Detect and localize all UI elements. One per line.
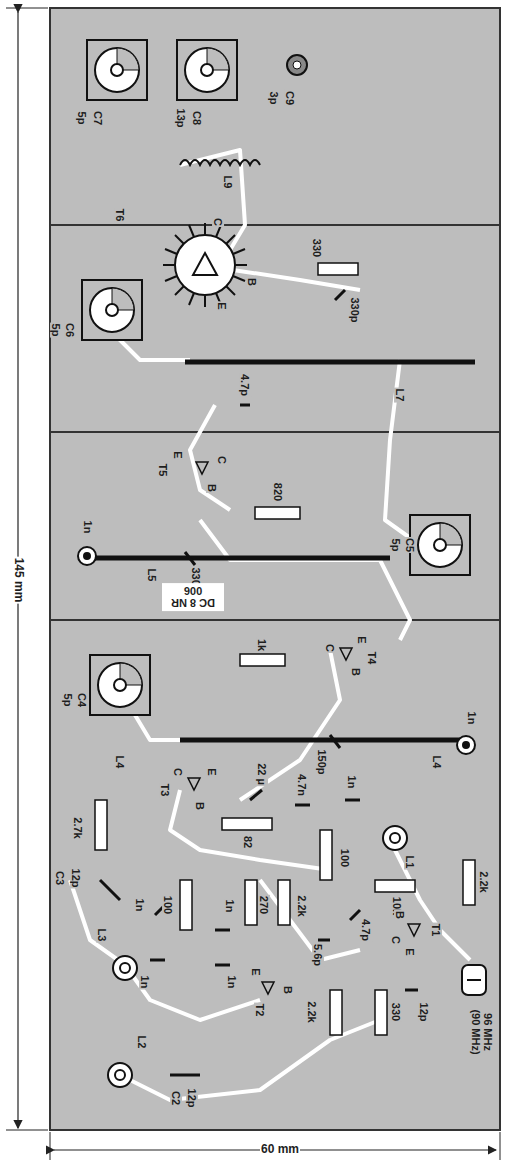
part-label: 1n xyxy=(226,975,238,990)
part-label: 5p xyxy=(50,323,62,338)
part-label: 13p xyxy=(175,108,187,129)
part-label: 12p xyxy=(418,1002,430,1023)
part-label: B xyxy=(350,667,362,677)
part-label: L1 xyxy=(404,855,416,870)
part-label: 2.2k xyxy=(306,1000,318,1023)
part-label: 330 xyxy=(311,238,323,258)
part-label: 4.7p xyxy=(239,373,251,397)
copper-traces xyxy=(70,150,470,1100)
part-label: 1n xyxy=(224,899,236,914)
part-label: C xyxy=(172,767,184,777)
part-label: E xyxy=(356,635,368,644)
part-label: 270 xyxy=(258,895,270,915)
pads xyxy=(78,547,475,1087)
part-label: C9 xyxy=(284,90,296,106)
capacitor-symbols xyxy=(100,290,418,1075)
part-label: L7 xyxy=(394,388,406,403)
part-label: C3 xyxy=(54,870,66,886)
part-label: L4 xyxy=(114,755,126,770)
part-label: 1k xyxy=(256,638,268,652)
part-label: B xyxy=(282,985,294,995)
part-label: 1n xyxy=(134,898,146,913)
dimension-label: 60 mm xyxy=(260,1143,300,1156)
part-label: C5 xyxy=(404,537,416,553)
part-label: E xyxy=(172,450,184,459)
part-label: C7 xyxy=(92,110,104,126)
part-label: 330p xyxy=(349,296,361,323)
part-label: T5 xyxy=(157,463,169,478)
part-label: 96 MHz (90 MHz) xyxy=(470,1005,494,1059)
part-label: E xyxy=(216,301,228,310)
part-label: 150p xyxy=(316,748,328,775)
part-label: 100 xyxy=(162,895,174,915)
part-label: T6 xyxy=(114,208,126,223)
part-label: 330 xyxy=(390,1002,402,1022)
crystal-symbol xyxy=(462,965,486,995)
extension-line xyxy=(50,1132,51,1160)
board-number: DC 8 NR 006 xyxy=(162,583,224,611)
part-label: B xyxy=(246,277,258,287)
part-label: 2.2k xyxy=(478,870,490,893)
part-label: B xyxy=(394,910,406,920)
part-label: 5p xyxy=(62,693,74,708)
part-label: 5p xyxy=(390,538,402,553)
part-label: 1n xyxy=(346,775,358,790)
part-label: 22 µ xyxy=(256,762,268,786)
part-label: E xyxy=(250,967,262,976)
extension-line xyxy=(500,1132,501,1160)
part-label: 1n xyxy=(139,975,151,990)
part-label: 12p xyxy=(70,868,82,889)
resistor-symbols xyxy=(95,263,475,1035)
part-label: 5p xyxy=(76,111,88,126)
part-label: C xyxy=(216,455,228,465)
part-label: 1n xyxy=(82,520,94,535)
part-label: 4.7p xyxy=(360,918,372,942)
extension-line xyxy=(6,1130,48,1131)
trimmer-capacitors xyxy=(82,40,470,715)
dimension-label: 145 mm xyxy=(11,557,24,604)
coil-symbol xyxy=(180,160,260,165)
transistor-symbols xyxy=(188,462,420,994)
part-label: L9 xyxy=(222,175,234,190)
part-label: L2 xyxy=(136,1035,148,1050)
part-label: B xyxy=(194,801,206,811)
part-label: T2 xyxy=(254,1003,266,1018)
part-label: C6 xyxy=(64,322,76,338)
part-label: C4 xyxy=(76,692,88,708)
part-label: B xyxy=(206,483,218,493)
part-label: 1n xyxy=(466,711,478,726)
part-label: L5 xyxy=(146,568,158,583)
part-label: C xyxy=(324,643,336,653)
part-label: 4.7n xyxy=(296,773,308,797)
part-label: 2.2k xyxy=(296,894,308,917)
part-label: T4 xyxy=(366,651,378,666)
part-label: 3p xyxy=(268,91,280,106)
part-label: 12p xyxy=(186,1088,198,1109)
part-label: E xyxy=(206,767,218,776)
part-label: C2 xyxy=(170,1090,182,1106)
strip-lines xyxy=(95,362,475,740)
part-label: 100 xyxy=(339,848,351,868)
part-label: T1 xyxy=(430,923,442,938)
part-label: 2.7k xyxy=(72,816,84,839)
part-label: L3 xyxy=(96,928,108,943)
part-label: T3 xyxy=(159,783,171,798)
part-label: L4 xyxy=(431,755,443,770)
part-label: C8 xyxy=(191,110,203,126)
transistor-symbol xyxy=(163,223,247,307)
part-label: C xyxy=(390,935,402,945)
part-label: 820 xyxy=(272,482,284,502)
part-label: 82 xyxy=(242,835,254,849)
part-label: E xyxy=(404,947,416,956)
extension-line xyxy=(6,8,48,9)
board xyxy=(50,8,500,1130)
part-label: 5.6p xyxy=(312,943,324,967)
part-label: C xyxy=(212,217,224,227)
